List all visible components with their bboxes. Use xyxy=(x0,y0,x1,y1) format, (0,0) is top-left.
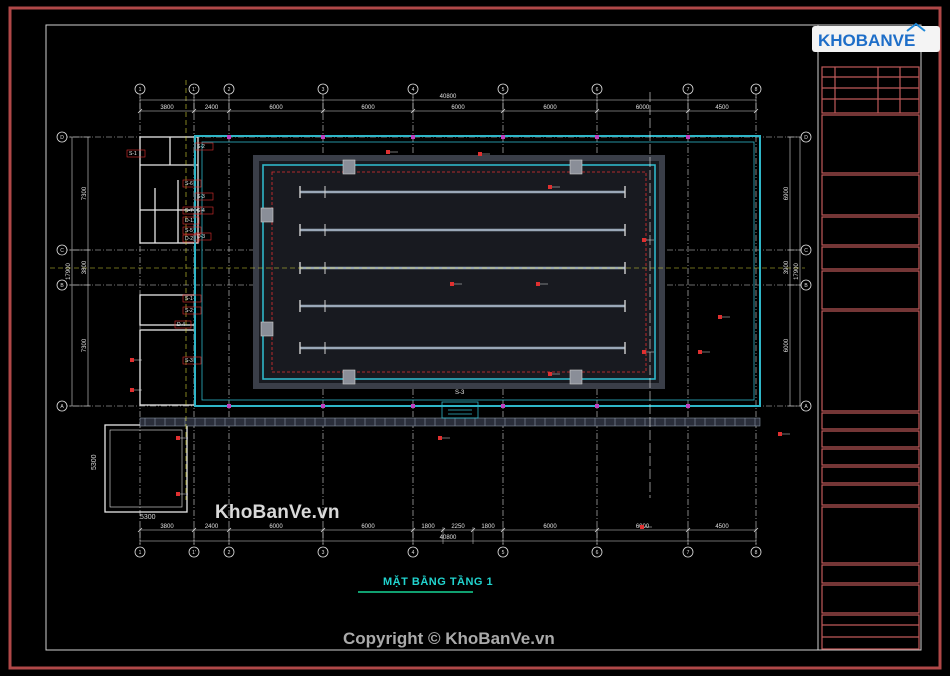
grid-bubble-label: A xyxy=(804,404,808,410)
dimension-total: 17900 xyxy=(66,262,72,279)
corridor-ticks xyxy=(144,418,756,426)
door-tag: D-4 xyxy=(177,322,185,328)
room-tag: S-2 xyxy=(185,308,193,314)
room-tag: S-6 xyxy=(185,181,193,187)
khobanve-logo: KHOBANVE xyxy=(812,22,940,52)
room-tag: S-1 xyxy=(129,151,137,157)
grid-bubble-label: 4 xyxy=(412,550,415,556)
dimension-value: 6000 xyxy=(269,105,283,111)
dimension-value: 3800 xyxy=(82,260,88,274)
room-tag: S-1 xyxy=(185,296,193,302)
grid-bubble-label: 8 xyxy=(755,87,758,93)
door-tag: D-3 xyxy=(197,234,205,240)
dimension-value: 1800 xyxy=(421,524,435,530)
dimension-left: 7300 3800 7300 17900 xyxy=(66,136,91,407)
pool-pillars xyxy=(260,159,583,385)
dimension-right: 6900 3900 6000 17900 xyxy=(784,136,803,407)
dimension-value: 6000 xyxy=(361,105,375,111)
grid-bubble-label: 6 xyxy=(596,87,599,93)
dimension-bottom: 3800240060006000180022501800600060004500… xyxy=(137,524,759,544)
dimension-value: 2400 xyxy=(205,105,219,111)
grid-bubble-label: 1 xyxy=(139,550,142,556)
dimension-value: 2400 xyxy=(205,524,219,530)
building-wall xyxy=(194,135,761,407)
grid-bubble-label: C xyxy=(804,248,808,254)
dimension-value: 6000 xyxy=(636,105,650,111)
watermark: KhoBanVe.vn xyxy=(215,502,340,523)
dimension-value: 6000 xyxy=(361,524,375,530)
plan-title-underline xyxy=(358,591,473,593)
dimension-value: 3900 xyxy=(784,260,790,274)
grid-bubble-label: 1 xyxy=(139,87,142,93)
toilet-block xyxy=(139,136,199,406)
dimension-top: 3800 2400 6000 6000 6000 6000 6000 4500 40800 xyxy=(137,94,759,114)
grid-bubble-label: 5 xyxy=(502,87,505,93)
grid-bubble-label: B xyxy=(804,283,808,289)
grid-bubble-label: 3 xyxy=(322,87,325,93)
pool-steps xyxy=(441,401,479,419)
room-tag: S-7 xyxy=(185,208,193,214)
dimension-value: 6000 xyxy=(269,524,283,530)
room-tag: S-3 xyxy=(197,194,205,200)
grid-bubble-label: 2 xyxy=(228,550,231,556)
dimension-value: 6000 xyxy=(543,105,557,111)
svg-text:KHOBANVE: KHOBANVE xyxy=(818,31,915,50)
outer-frame xyxy=(8,6,942,670)
annex-width-dim: 5300 xyxy=(140,514,156,521)
dimension-total: 40800 xyxy=(440,535,457,541)
bottom-corridor xyxy=(139,417,761,427)
grid-bubble-label: D xyxy=(804,135,808,141)
door-tag: D-1 xyxy=(185,218,193,224)
dimension-value: 6900 xyxy=(784,186,790,200)
copyright-notice: Copyright © KhoBanVe.vn xyxy=(343,629,555,648)
dimension-value: 6000 xyxy=(543,524,557,530)
grid-bubble-label: A xyxy=(60,404,64,410)
dimension-value: 6000 xyxy=(451,105,465,111)
dimension-value: 4500 xyxy=(715,524,729,530)
dimension-value: 3800 xyxy=(160,524,174,530)
dimension-value: 1800 xyxy=(481,524,495,530)
dimension-total: 40800 xyxy=(440,94,457,100)
pump-room-annex xyxy=(104,424,188,513)
dimension-value: 6000 xyxy=(784,338,790,352)
dimension-value: 3800 xyxy=(160,105,174,111)
room-tag: S-5 xyxy=(185,228,193,234)
door-tag: D-2 xyxy=(185,236,193,242)
grid-bubble-label: 5 xyxy=(502,550,505,556)
grid-bubble-label: 2 xyxy=(228,87,231,93)
grid-bubble-label: 7 xyxy=(687,550,690,556)
grid-bubble-label: 4 xyxy=(412,87,415,93)
dimension-value: 7300 xyxy=(82,338,88,352)
grid-bubble-label: 7 xyxy=(687,87,690,93)
grid-bubble-label: 6 xyxy=(596,550,599,556)
dimension-value: 7300 xyxy=(82,186,88,200)
grid-bubble-label: D xyxy=(60,135,64,141)
grid-bubble-label: 8 xyxy=(755,550,758,556)
grid-bubble-label: 1' xyxy=(192,550,196,556)
title-block xyxy=(821,66,920,650)
annex-height-dim: 5300 xyxy=(91,454,98,470)
grid-bubble-label: C xyxy=(60,248,64,254)
dimension-total: 17900 xyxy=(794,262,800,279)
grid-bubble-label: B xyxy=(60,283,64,289)
room-tag: S-3 xyxy=(185,358,193,364)
grid-bubble-label: 3 xyxy=(322,550,325,556)
inner-frame xyxy=(45,24,922,651)
dimension-value: 4500 xyxy=(715,105,729,111)
section-label: S-3 xyxy=(455,390,465,396)
plan-title: MẶT BẰNG TẦNG 1 xyxy=(383,576,494,588)
grid-bubble-label: 1' xyxy=(192,87,196,93)
room-tag: S-2 xyxy=(197,144,205,150)
dimension-value: 2250 xyxy=(451,524,465,530)
